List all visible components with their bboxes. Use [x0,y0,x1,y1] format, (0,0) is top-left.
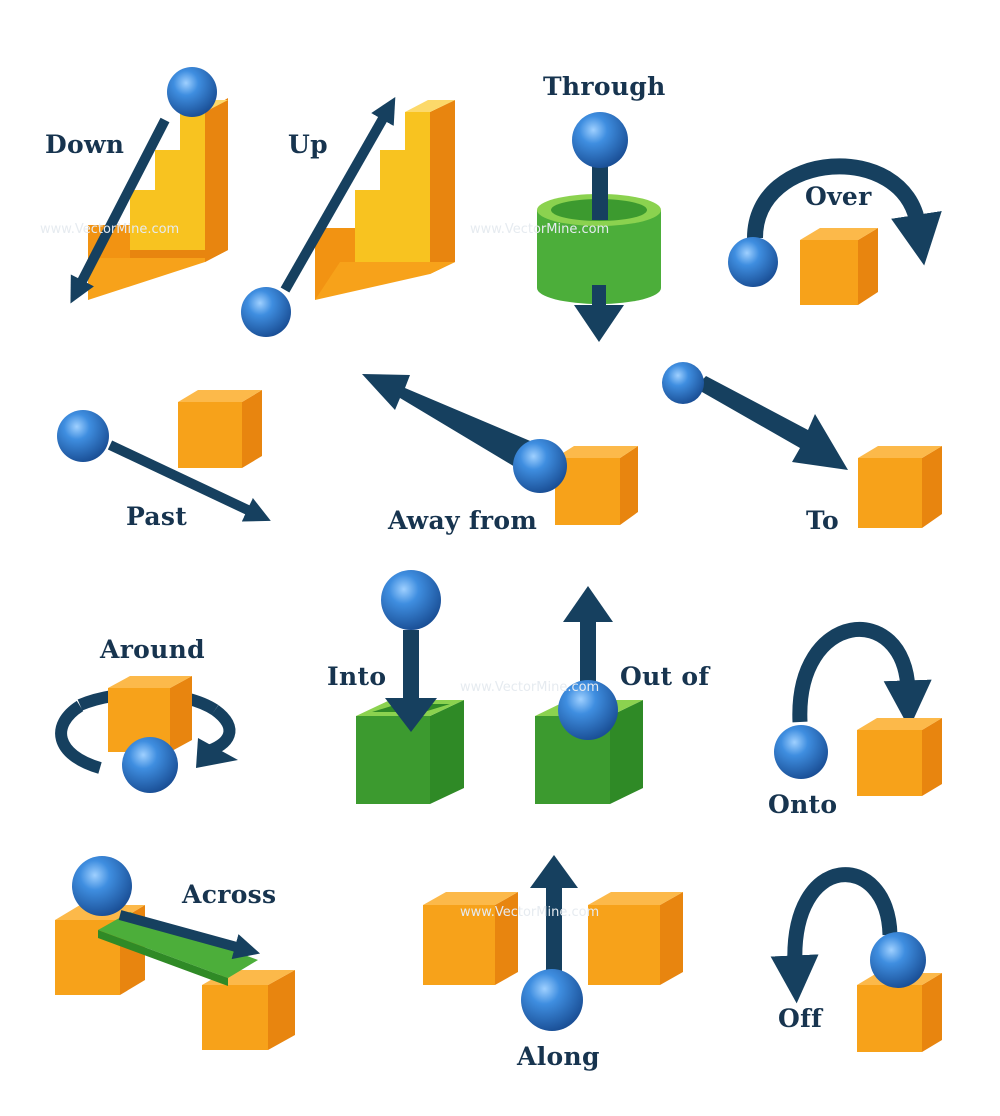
up-ball [241,287,291,337]
past-box [178,390,262,468]
around-box [108,676,192,752]
across-illustration [55,856,295,1050]
into-arrow-head [385,698,437,732]
to-arrow [695,376,848,470]
through-illustration [537,112,661,342]
across-right-box [202,970,295,1050]
along-arrow-head [530,855,578,888]
onto-box [857,718,942,796]
label-out-of: Out of [620,662,710,691]
through-arrow-head [574,305,624,342]
into-illustration [356,570,464,804]
along-ball [521,969,583,1031]
onto-arrow [792,621,932,729]
label-along: Along [517,1042,600,1071]
label-across: Across [182,880,277,909]
down-ball [167,67,217,117]
along-left-box [423,892,518,985]
label-down: Down [45,130,125,159]
out-of-illustration [535,586,643,804]
across-ball [72,856,132,916]
over-ball [728,237,778,287]
to-box [858,446,942,528]
label-past: Past [126,502,188,531]
label-off: Off [778,1004,823,1033]
label-through: Through [543,72,666,101]
past-illustration [57,390,271,522]
away-illustration [362,374,638,525]
label-onto: Onto [768,790,838,819]
across-plank [98,912,258,978]
around-arrow-front [55,700,102,774]
label-over: Over [805,182,872,211]
over-box [800,228,878,305]
around-illustration [55,676,238,793]
onto-illustration [774,621,942,796]
over-illustration [728,158,942,305]
along-illustration [423,855,683,1031]
out-of-ball [558,680,618,740]
label-into: Into [327,662,387,691]
down-arrow [70,117,170,304]
off-illustration [770,867,942,1052]
up-arrow [280,96,396,293]
through-ball [572,112,628,168]
into-ball [381,570,441,630]
out-of-arrow-head [563,586,613,622]
off-ball [870,932,926,988]
label-away-from: Away from [388,506,538,535]
onto-ball [774,725,828,779]
over-arrow [747,158,942,266]
away-arrow [362,374,535,470]
past-ball [57,410,109,462]
to-illustration [662,362,942,528]
up-illustration [241,96,455,337]
past-arrow [107,440,271,522]
away-ball [513,439,567,493]
away-box [555,446,638,525]
around-ball [122,737,178,793]
label-up: Up [288,130,328,159]
off-arrow [770,867,898,1004]
label-around: Around [100,635,205,664]
to-ball [662,362,704,404]
across-arrow [118,910,261,960]
label-to: To [806,506,840,535]
up-stairs [315,100,455,300]
along-right-box [588,892,683,985]
down-illustration [70,67,228,304]
